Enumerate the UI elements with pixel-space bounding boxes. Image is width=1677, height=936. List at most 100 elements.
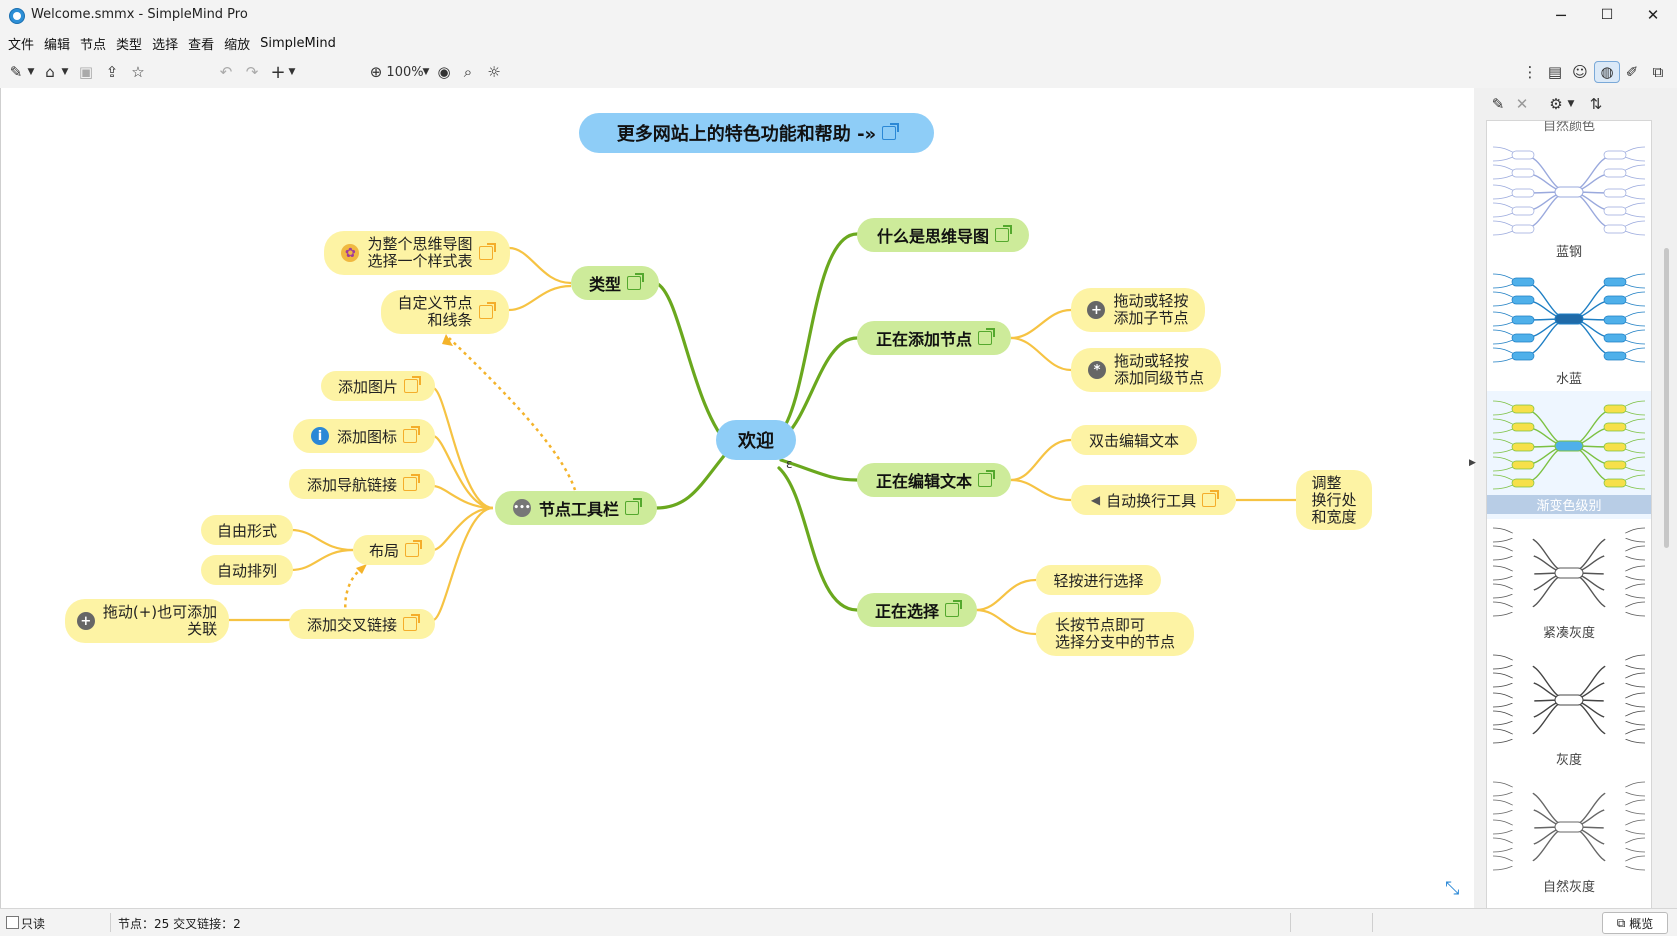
style-thumbnail[interactable]: 紧凑灰度: [1487, 518, 1651, 646]
link-icon[interactable]: [978, 328, 995, 345]
status-separator: [110, 913, 111, 932]
style-thumbnail[interactable]: 渐变色级别: [1487, 391, 1651, 519]
link-icon[interactable]: [625, 498, 642, 515]
add-node-chevron-icon[interactable]: ▼: [288, 67, 296, 77]
node-drag-child[interactable]: +拖动或轻按添加子节点: [1071, 288, 1205, 332]
node-what-is-mindmap[interactable]: 什么是思维导图: [857, 218, 1029, 252]
node-label: 自动排列: [216, 561, 277, 580]
close-button[interactable]: ✕: [1646, 6, 1660, 24]
link-icon[interactable]: [478, 302, 496, 319]
node-auto-layout[interactable]: 自动排列: [201, 555, 293, 585]
readonly-checkbox[interactable]: [6, 916, 19, 929]
style-sheet-gallery[interactable]: 自然颜色 蓝钢水蓝渐变色级别紧凑灰度灰度自然灰度: [1486, 120, 1652, 910]
minimize-button[interactable]: ─: [1556, 5, 1566, 25]
node-long-press[interactable]: 长按节点即可选择分支中的节点: [1036, 612, 1194, 656]
panel-collapse-chevron-icon[interactable]: ▶: [1469, 458, 1476, 468]
outline-icon[interactable]: ⋮: [1522, 63, 1538, 81]
collapse-marker-icon[interactable]: ɛ: [786, 457, 793, 471]
mindmap-canvas[interactable]: ɛ 更多网站上的特色功能和帮助 -» 欢迎 类型 •••节点工具栏 ✿为整个思维…: [0, 88, 1476, 908]
menu-edit[interactable]: 编辑: [44, 37, 71, 53]
style-palette-icon[interactable]: ◍: [1594, 61, 1620, 83]
close-icon[interactable]: ✕: [1515, 95, 1529, 113]
node-node-toolbar[interactable]: •••节点工具栏: [495, 491, 657, 525]
palette-icon: ✿: [341, 244, 360, 262]
notes-icon[interactable]: ▤: [1547, 63, 1563, 81]
node-tap-select[interactable]: 轻按进行选择: [1036, 565, 1161, 595]
zoom-icon[interactable]: ⊕: [369, 63, 383, 81]
settings-gear-icon[interactable]: ⚙: [1549, 95, 1563, 113]
open-dropdown-chevron-icon[interactable]: ▼: [61, 67, 69, 77]
node-add-nav-link[interactable]: 添加导航链接: [289, 469, 435, 499]
open-folder-icon[interactable]: ⌂: [45, 63, 55, 81]
node-styles[interactable]: 类型: [571, 266, 659, 300]
node-style-sheet[interactable]: ✿为整个思维导图选择一个样式表: [324, 231, 510, 275]
menu-style[interactable]: 类型: [116, 37, 143, 53]
link-icon[interactable]: [478, 243, 496, 260]
node-label: 轻按进行选择: [1053, 571, 1144, 590]
style-thumbnail[interactable]: 蓝钢: [1487, 137, 1651, 265]
website-link-banner[interactable]: 更多网站上的特色功能和帮助 -»: [579, 113, 934, 153]
node-add-crosslink[interactable]: 添加交叉链接: [289, 609, 435, 639]
menu-view[interactable]: 查看: [188, 37, 215, 53]
zoom-chevron-icon[interactable]: ▼: [422, 67, 430, 77]
lightbulb-icon[interactable]: ☼: [487, 63, 501, 81]
settings-chevron-icon[interactable]: ▼: [1567, 99, 1575, 109]
node-double-click-edit[interactable]: 双击编辑文本: [1071, 425, 1197, 455]
link-icon[interactable]: [978, 470, 995, 487]
status-separator: [1372, 913, 1373, 932]
node-add-image[interactable]: 添加图片: [321, 371, 435, 401]
external-link-icon[interactable]: [882, 123, 900, 140]
new-dropdown-chevron-icon[interactable]: ▼: [27, 67, 35, 77]
link-icon[interactable]: [945, 600, 962, 617]
style-thumbnail[interactable]: 自然灰度: [1487, 772, 1651, 900]
node-selecting[interactable]: 正在选择: [857, 593, 977, 627]
node-free-form[interactable]: 自由形式: [201, 515, 293, 545]
link-icon[interactable]: [404, 376, 421, 393]
style-edit-icon[interactable]: ✎: [1491, 95, 1505, 113]
add-node-icon[interactable]: +: [270, 61, 286, 83]
overview-button[interactable]: ⧉概览: [1602, 912, 1668, 934]
emoji-icon[interactable]: ☺: [1572, 63, 1588, 81]
expand-arrows-icon[interactable]: ⤡: [1445, 878, 1460, 899]
node-adding-nodes[interactable]: 正在添加节点: [857, 321, 1011, 355]
node-drag-sibling[interactable]: *拖动或轻按添加同级节点: [1071, 348, 1221, 392]
menu-zoom[interactable]: 缩放: [224, 37, 251, 53]
node-drag-plus[interactable]: +拖动(+)也可添加关联: [65, 599, 229, 643]
image-gallery-icon[interactable]: ⧉: [1652, 63, 1664, 81]
style-thumbnail[interactable]: 灰度: [1487, 645, 1651, 773]
node-layout[interactable]: 布局: [353, 535, 435, 565]
redo-icon[interactable]: ↷: [245, 63, 259, 81]
menu-select[interactable]: 选择: [152, 37, 179, 53]
zoom-level[interactable]: 100%: [386, 64, 424, 80]
node-label: 自定义节点和线条: [397, 294, 473, 329]
new-mindmap-icon[interactable]: ✎: [9, 63, 23, 81]
style-thumbnail[interactable]: 水蓝: [1487, 264, 1651, 392]
panel-scrollbar[interactable]: [1664, 248, 1669, 548]
menu-node[interactable]: 节点: [80, 37, 107, 53]
link-icon[interactable]: [403, 614, 420, 631]
undo-icon[interactable]: ↶: [219, 63, 233, 81]
menu-file[interactable]: 文件: [8, 37, 35, 53]
share-icon[interactable]: ⇪: [105, 63, 119, 81]
favorite-star-icon[interactable]: ☆: [131, 63, 145, 81]
save-icon[interactable]: ▣: [78, 63, 94, 81]
link-icon[interactable]: [403, 474, 420, 491]
maximize-button[interactable]: ☐: [1600, 7, 1614, 23]
node-adjust-wrap[interactable]: 调整换行处和宽度: [1296, 470, 1372, 530]
focus-target-icon[interactable]: ◉: [437, 63, 451, 81]
link-icon[interactable]: [405, 540, 422, 557]
link-icon[interactable]: [403, 426, 420, 443]
link-icon[interactable]: [995, 225, 1012, 242]
node-custom-lines[interactable]: 自定义节点和线条: [381, 290, 509, 334]
node-wrap-tool[interactable]: ◀自动换行工具: [1071, 485, 1236, 515]
node-editing-text[interactable]: 正在编辑文本: [857, 463, 1011, 497]
pen-icon[interactable]: ✐: [1625, 63, 1639, 81]
search-icon[interactable]: ⌕: [463, 63, 473, 81]
central-topic-welcome[interactable]: 欢迎: [716, 420, 796, 460]
sort-icon[interactable]: ⇅: [1589, 95, 1603, 113]
node-label: 拖动(+)也可添加关联: [102, 603, 218, 638]
link-icon[interactable]: [627, 273, 644, 290]
menu-simplemind[interactable]: SimpleMind: [260, 35, 336, 51]
link-icon[interactable]: [1202, 490, 1220, 507]
